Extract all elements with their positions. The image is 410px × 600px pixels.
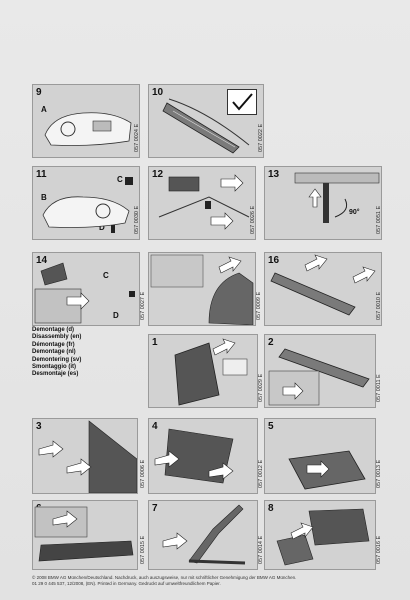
copyright-line: © 2008 BMW AG München/Deutschland. Nachd… <box>32 575 297 580</box>
step-number: 13 <box>268 169 280 180</box>
step-number: 3 <box>36 421 42 432</box>
step-number: 7 <box>152 503 158 514</box>
wind-deflector-illustration <box>268 348 370 406</box>
storage-bag-illustration <box>276 508 370 566</box>
part-code: 057 0030 E <box>134 205 140 234</box>
step-number: 4 <box>152 421 158 432</box>
wind-deflector-illustration <box>270 254 376 316</box>
step-number: 8 <box>268 503 274 514</box>
label-a: A <box>41 105 47 114</box>
print-info-line: 01 29 0 445 537, 12/2008, (EN). Printed … <box>32 581 221 586</box>
panel-step-12: 12 <box>148 166 256 240</box>
panel-step-1: 1 <box>148 334 258 408</box>
clip-removal-illustration <box>34 506 134 562</box>
step-number: 2 <box>268 337 274 348</box>
cover-removal-illustration <box>288 450 366 490</box>
lang-es: Desmontaje (es) <box>32 371 79 378</box>
disassembly-heading-list: Demontage (d) Disassembly (en) Démontage… <box>32 327 81 379</box>
step-number: 10 <box>152 87 164 98</box>
checkmark-icon <box>227 89 257 115</box>
clip-rotation-illustration <box>294 172 380 223</box>
step-number: 11 <box>36 169 47 180</box>
wind-deflector-illustration <box>162 98 250 154</box>
step-number: 9 <box>36 87 42 98</box>
lang-sv: Demontering (sv) <box>32 356 82 363</box>
dashboard-illustration <box>42 177 133 233</box>
panel-step-9: 9 A <box>32 84 140 158</box>
panel-step-8: 8 <box>264 500 376 570</box>
lang-d: Demontage (d) <box>32 327 74 333</box>
part-code: 057 0022 E <box>258 123 264 152</box>
panel-step-2: 2 <box>264 334 376 408</box>
part-code: 057 0006 E <box>140 459 146 488</box>
lang-en: Disassembly (en) <box>32 334 82 341</box>
removal-illustration <box>34 262 135 324</box>
panel-step-7: 7 <box>148 500 258 570</box>
lang-fr: Démontage (fr) <box>32 341 75 348</box>
label-c: C <box>117 175 123 184</box>
panel-step-11: 11 B C D <box>32 166 140 240</box>
frame-illustration <box>162 504 246 565</box>
panel-step-5: 5 <box>264 418 376 494</box>
copyright-footer: © 2008 BMW AG München/Deutschland. Nachd… <box>32 575 362 587</box>
step-number: 1 <box>152 337 158 348</box>
step-number: 5 <box>268 421 274 432</box>
lang-it: Smontaggio (it) <box>32 364 76 371</box>
seat-illustration <box>150 254 254 325</box>
panel-step-3: 3 <box>32 418 138 494</box>
panel-step-16: 16 <box>264 252 382 326</box>
part-code: 057 0015 E <box>140 535 146 564</box>
lang-nl: Demontage (nl) <box>32 349 76 356</box>
label-d: D <box>113 311 119 320</box>
label-c: C <box>103 271 109 280</box>
angle-label: 90° <box>349 209 360 216</box>
panel-step-6: 6 <box>32 500 138 570</box>
label-b: B <box>41 193 47 202</box>
panel-step-15: 15 <box>148 252 256 326</box>
step-number: 14 <box>36 255 48 266</box>
mounting-illustration <box>158 174 250 230</box>
release-illustration <box>38 420 137 493</box>
panel-step-4: 4 <box>148 418 258 494</box>
step-number: 16 <box>268 255 280 266</box>
dashboard-illustration <box>44 112 132 146</box>
part-code: 057 0026 E <box>250 205 256 234</box>
seat-illustration <box>174 338 248 406</box>
part-code: 057 0009 E <box>256 291 262 320</box>
part-code: 057 0011 E <box>376 374 382 402</box>
panel-step-13: 13 90° <box>264 166 382 240</box>
panel-step-14: 14 C D <box>32 252 140 326</box>
part-code: 057 0024 E <box>134 123 140 152</box>
label-d: D <box>99 223 105 232</box>
part-code: 057 0027 E <box>140 291 146 320</box>
step-number: 12 <box>152 169 164 180</box>
part-code: 057 0010 E <box>376 291 382 320</box>
part-code: 057 0016 E <box>376 535 382 564</box>
part-code: 057 0013 E <box>376 459 382 488</box>
panel-step-10: 10 <box>148 84 264 158</box>
part-code: 057 0051 E <box>376 205 382 234</box>
release-illustration <box>154 428 234 484</box>
